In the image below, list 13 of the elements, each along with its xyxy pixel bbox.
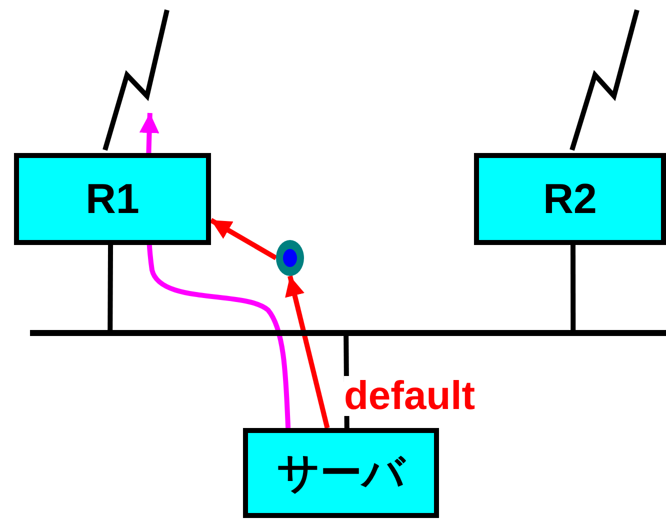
arrow — [285, 275, 330, 429]
device-box — [243, 428, 439, 518]
device-box — [14, 153, 211, 245]
edge-label: default — [344, 376, 476, 416]
connection-line — [108, 245, 114, 330]
gateway-dot — [276, 240, 304, 276]
device-box — [474, 153, 666, 245]
arrow — [210, 218, 278, 260]
device-name: サーバ — [277, 448, 405, 498]
device-name: R1 — [86, 175, 140, 223]
device-name: R2 — [543, 175, 597, 223]
connection-line — [570, 245, 576, 330]
network-bus — [30, 330, 666, 336]
